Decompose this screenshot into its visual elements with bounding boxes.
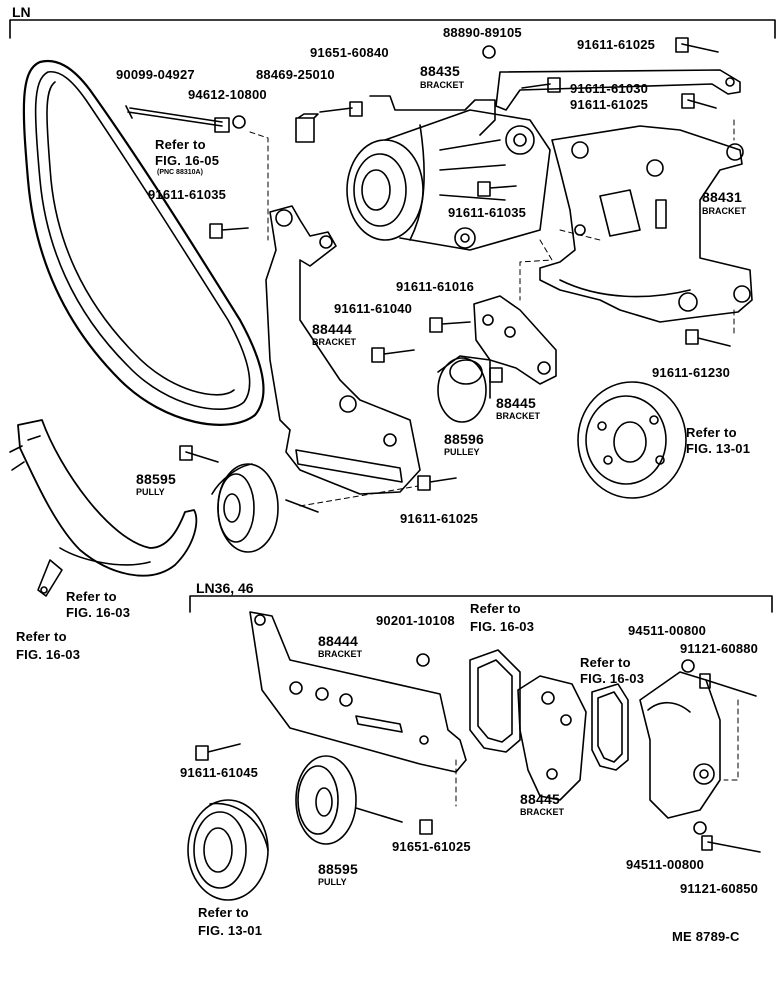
part-type: BRACKET	[702, 206, 746, 216]
bolt-drawings	[125, 37, 731, 513]
part-number: 91611-61025	[577, 37, 656, 52]
part-number: 91611-61035	[448, 205, 527, 220]
reference-note: FIG. 13-01	[686, 441, 751, 456]
reference-note: FIG. 16-03	[16, 647, 81, 662]
pulley-88595-top-drawing	[211, 463, 279, 553]
reference-note: FIG. 13-01	[198, 923, 263, 938]
reference-note: Refer to	[155, 137, 206, 152]
part-number: 88595	[318, 861, 358, 877]
part-number: 88890-89105	[443, 25, 522, 40]
gasket-left-drawing	[469, 649, 521, 753]
reference-note: Refer to	[470, 601, 521, 616]
reference-note: Refer to	[16, 629, 67, 644]
part-type: BRACKET	[318, 649, 362, 659]
part-type: BRACKET	[312, 337, 356, 347]
part-type: PULLY	[136, 487, 165, 497]
part-number: 91611-61030	[570, 81, 649, 96]
v-belt-drawing	[22, 60, 265, 426]
part-type: BRACKET	[520, 807, 564, 817]
section-frame-top	[9, 19, 776, 39]
part-number: 88435	[420, 63, 460, 79]
pump-drawing	[639, 671, 721, 819]
bracket-88445-bottom-drawing	[517, 675, 587, 801]
pulley-88595-bottom-drawing	[295, 755, 357, 845]
part-number: 88444	[318, 633, 358, 649]
part-number: 94612-10800	[188, 87, 267, 102]
part-number: 94511-00800	[628, 623, 707, 638]
part-number: 88431	[702, 189, 742, 205]
belt-cover-drawing	[9, 419, 198, 597]
part-type: PULLY	[318, 877, 347, 887]
compressor-drawing	[346, 95, 551, 251]
part-number: 91651-60840	[310, 45, 389, 60]
bracket-88445-top-drawing	[473, 295, 557, 385]
section-label-bottom: LN36, 46	[196, 580, 254, 596]
part-number: 90099-04927	[116, 67, 195, 82]
part-number: 88444	[312, 321, 352, 337]
part-number: 91611-61040	[334, 301, 413, 316]
part-number: 88445	[520, 791, 560, 807]
dashed-leaders-bottom	[455, 699, 739, 807]
bracket-88444-top-drawing	[265, 205, 421, 495]
crank-pulley-bottom-drawing	[187, 799, 269, 901]
part-number: 91611-61016	[396, 279, 475, 294]
reference-note: FIG. 16-05	[155, 153, 220, 168]
part-number: 91611-61035	[148, 187, 227, 202]
part-type: BRACKET	[420, 80, 464, 90]
reference-note: FIG. 16-03	[580, 671, 645, 686]
reference-note: Refer to	[580, 655, 631, 670]
reference-note: (PNC 88310A)	[157, 169, 203, 176]
reference-note: Refer to	[198, 905, 249, 920]
section-frame-bottom	[189, 595, 773, 613]
part-number: 91611-61045	[180, 765, 259, 780]
gasket-right-drawing	[591, 683, 629, 771]
drawing-code: ME 8789-C	[672, 929, 740, 944]
bracket-88431-drawing	[539, 125, 753, 323]
part-number: 91121-60880	[680, 641, 759, 656]
reference-note: Refer to	[66, 589, 117, 604]
part-type: PULLEY	[444, 447, 480, 457]
reference-note: FIG. 16-03	[66, 605, 131, 620]
bracket-88444-bottom-drawing	[249, 611, 467, 773]
part-number: 91121-60850	[680, 881, 759, 896]
part-number: 88596	[444, 431, 484, 447]
dashed-leaders-top	[249, 119, 735, 507]
part-number: 90201-10108	[376, 613, 455, 628]
part-type: BRACKET	[496, 411, 540, 421]
reference-note: Refer to	[686, 425, 737, 440]
part-number: 91611-61025	[570, 97, 649, 112]
reference-note: FIG. 16-03	[470, 619, 535, 634]
bracket-88435-drawing	[495, 69, 741, 111]
part-number: 88595	[136, 471, 176, 487]
part-number: 88445	[496, 395, 536, 411]
section-label-top: LN	[12, 4, 31, 20]
idler-pulley-88596-drawing	[437, 355, 491, 423]
part-number: 94511-00800	[626, 857, 705, 872]
part-number: 88469-25010	[256, 67, 335, 82]
crank-pulley-top-drawing	[577, 381, 687, 499]
part-number: 91611-61025	[400, 511, 479, 526]
part-number: 91651-61025	[392, 839, 471, 854]
part-number: 91611-61230	[652, 365, 731, 380]
bottom-bolts-drawing	[195, 653, 761, 853]
